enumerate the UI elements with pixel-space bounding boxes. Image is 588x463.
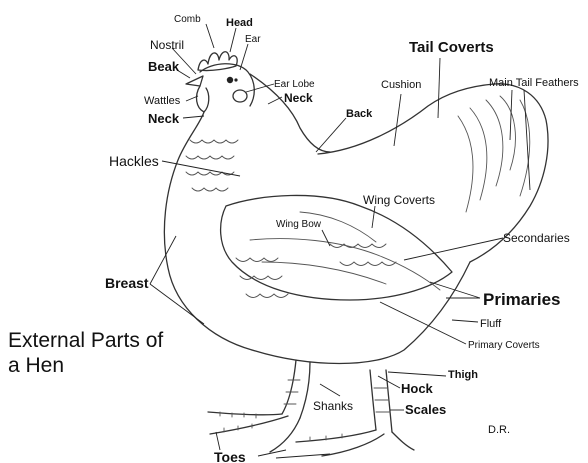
ear-lobe-shape: [233, 90, 247, 102]
label-primary-coverts: Primary Coverts: [468, 340, 540, 351]
label-tail-coverts: Tail Coverts: [409, 39, 494, 56]
label-wing-bow: Wing Bow: [276, 219, 322, 230]
label-hackles: Hackles: [109, 153, 159, 169]
label-hock: Hock: [401, 381, 434, 396]
label-fluff: Fluff: [480, 318, 502, 330]
diagram-caption: External Parts of a Hen: [8, 329, 163, 377]
back-outline: [318, 84, 494, 154]
label-shanks: Shanks: [313, 399, 353, 413]
ear-dot: [234, 78, 237, 81]
label-nostril: Nostril: [150, 38, 184, 52]
signature: D.R.: [488, 424, 510, 436]
neck-front-outline: [164, 112, 252, 350]
label-cushion: Cushion: [381, 79, 421, 91]
label-neck-right: Neck: [284, 91, 313, 105]
label-ear: Ear: [245, 34, 261, 45]
part-labels: Comb Head Ear Nostril Beak Wattles Neck …: [105, 14, 579, 463]
label-main-tail-feathers: Main Tail Feathers: [489, 77, 579, 89]
label-comb: Comb: [174, 14, 201, 25]
label-back: Back: [346, 108, 373, 120]
caption-line-1: External Parts of: [8, 329, 163, 352]
belly-outline: [252, 262, 470, 364]
label-neck-left: Neck: [148, 111, 180, 126]
label-wattles: Wattles: [144, 95, 181, 107]
label-head: Head: [226, 17, 253, 29]
label-toes: Toes: [214, 449, 246, 463]
label-wing-coverts: Wing Coverts: [363, 193, 435, 207]
label-secondaries: Secondaries: [503, 231, 570, 245]
label-thigh: Thigh: [448, 369, 478, 381]
label-ear-lobe: Ear Lobe: [274, 79, 315, 90]
caption-line-2: a Hen: [8, 354, 64, 377]
label-primaries: Primaries: [483, 290, 561, 309]
label-scales: Scales: [405, 402, 446, 417]
leg-right: [370, 370, 392, 432]
leg-left: [282, 360, 310, 418]
label-breast: Breast: [105, 275, 149, 291]
comb-shape: [198, 52, 237, 71]
wattles-shape: [197, 86, 209, 112]
eye-dot: [227, 77, 233, 83]
label-beak: Beak: [148, 59, 180, 74]
foot-left: [208, 412, 300, 452]
foot-right: [296, 430, 414, 456]
